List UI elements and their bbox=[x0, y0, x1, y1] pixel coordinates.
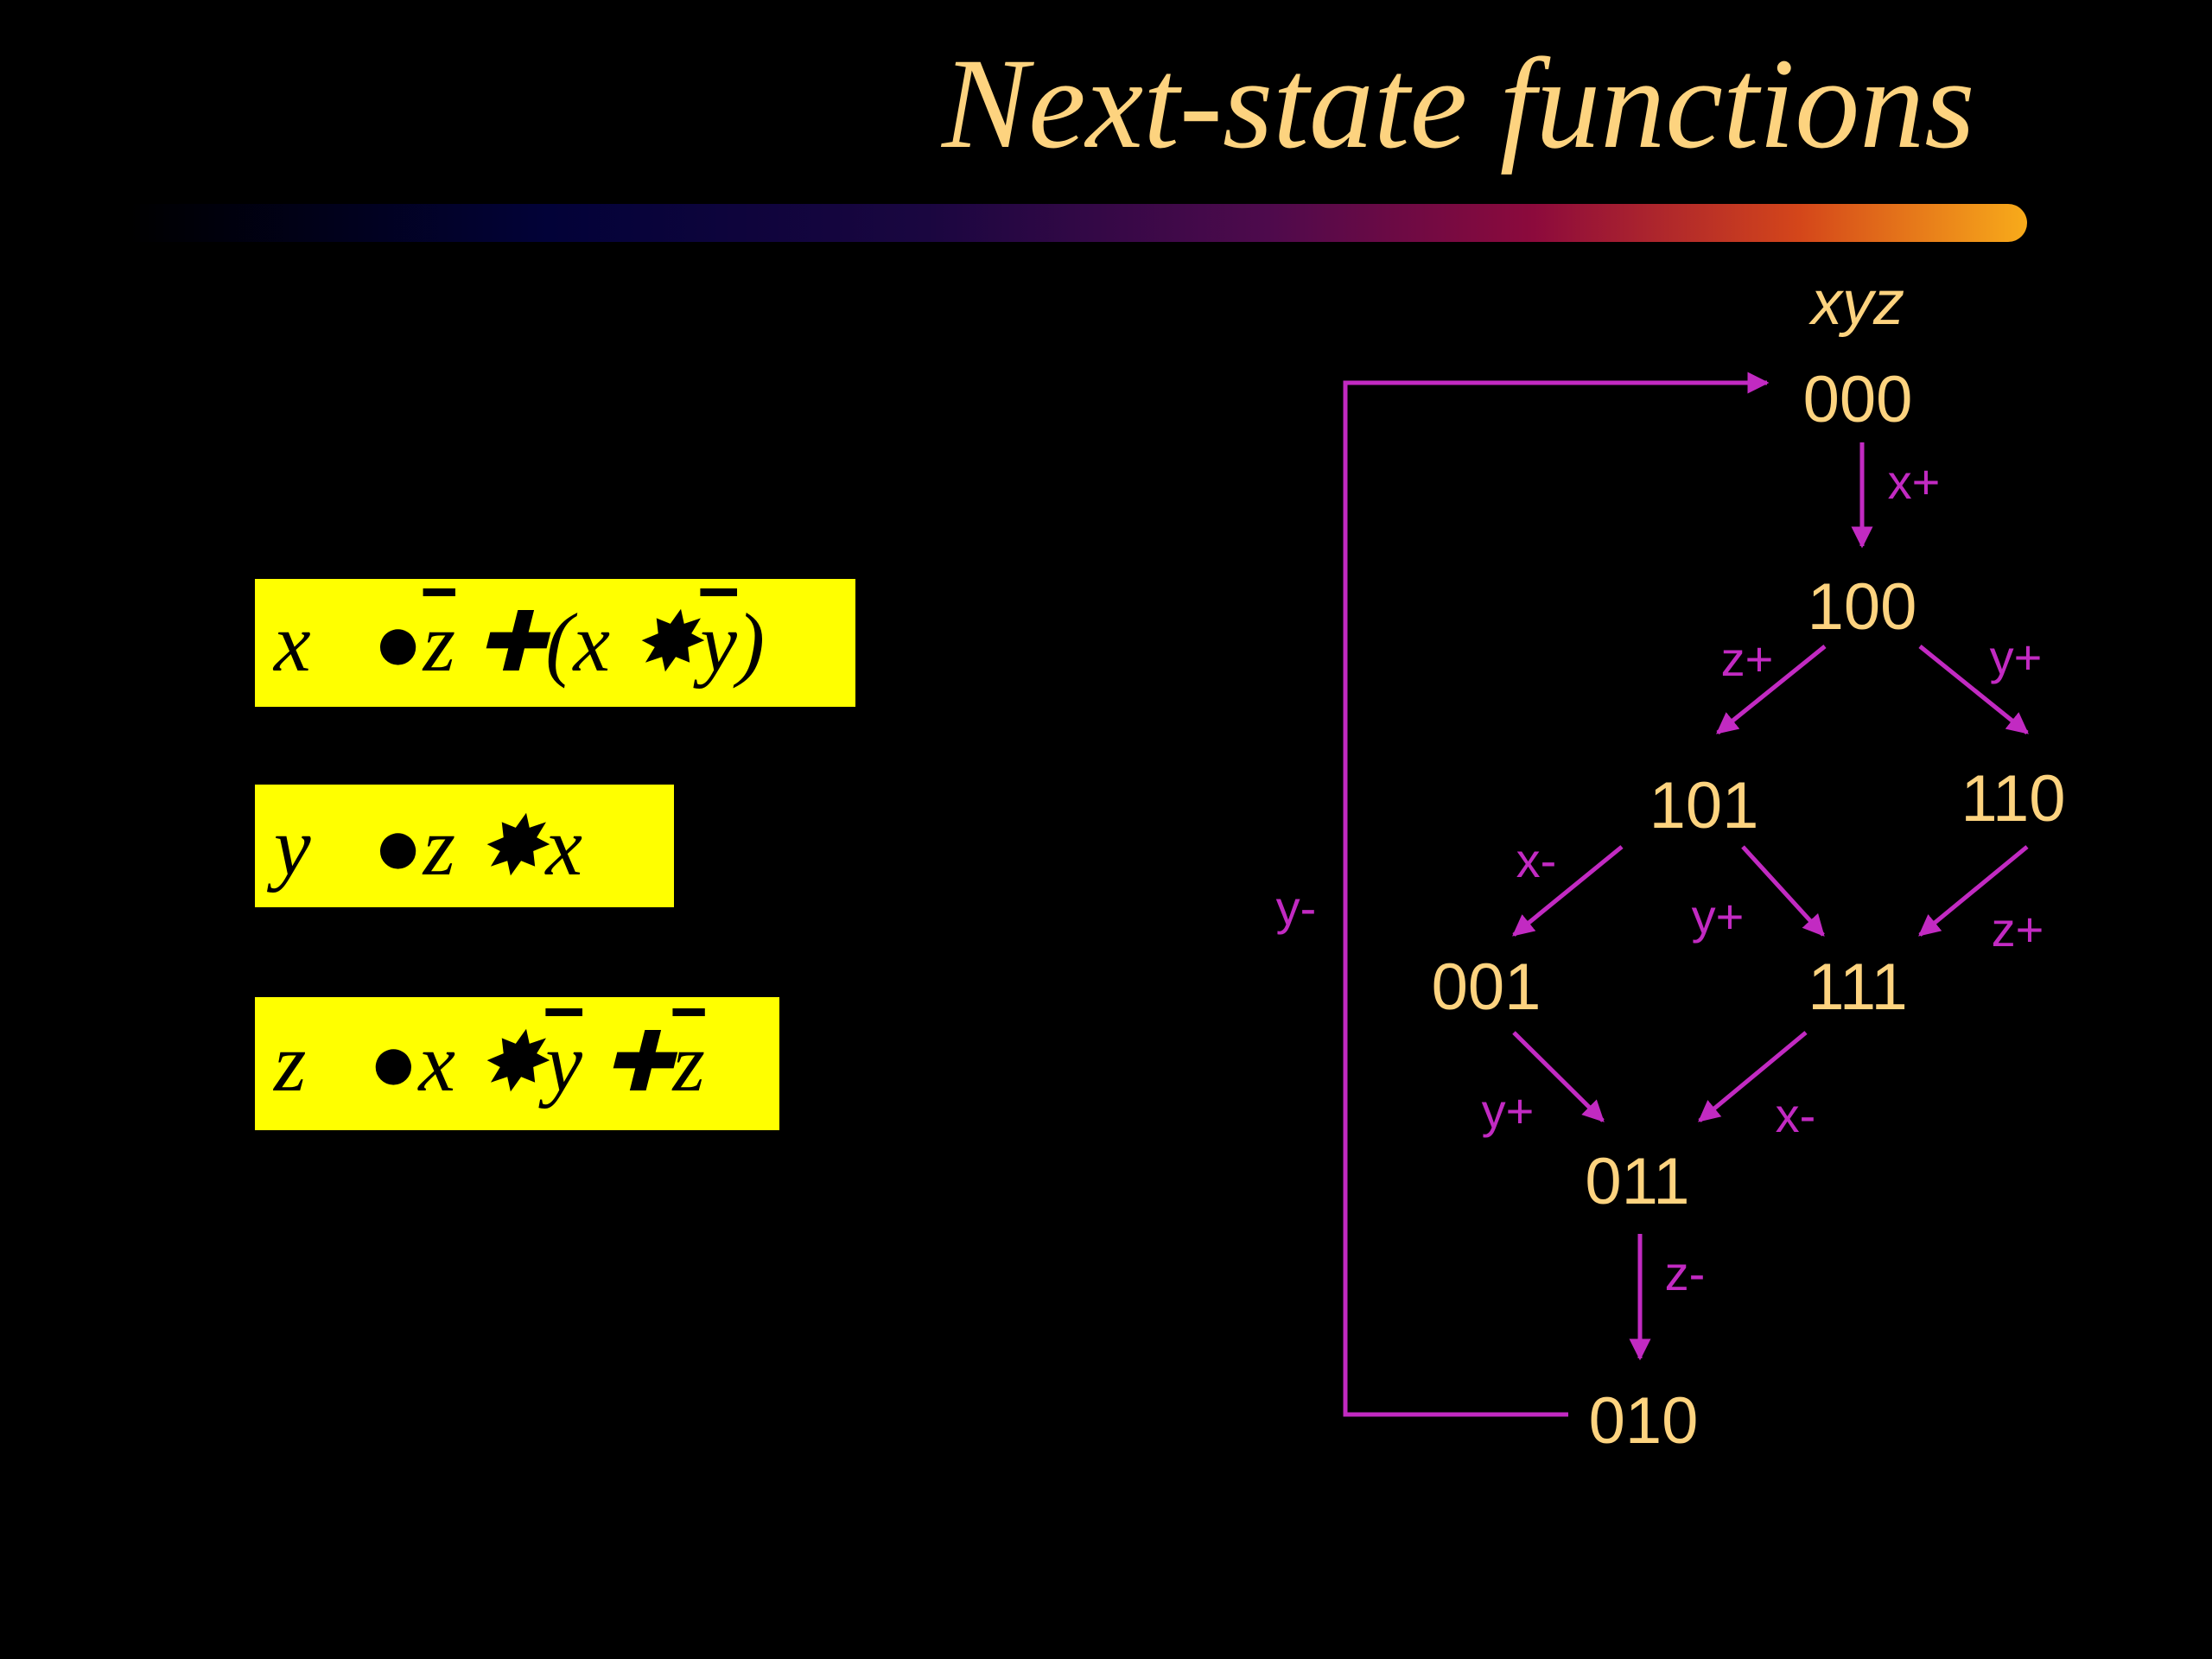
equation-term: z bbox=[672, 1016, 705, 1109]
equation-term: z bbox=[423, 596, 455, 689]
equation-lhs: y bbox=[274, 800, 311, 893]
edge-label: y- bbox=[1276, 880, 1317, 935]
equation-term: z bbox=[423, 800, 455, 893]
edge-label: x- bbox=[1516, 833, 1557, 887]
garbled-operator-icon: ✸ bbox=[475, 1016, 546, 1109]
title-gradient-bar bbox=[130, 204, 2027, 242]
edge-100-101 bbox=[1716, 645, 1827, 734]
equation-term: x bbox=[418, 1016, 455, 1109]
edge-label: x- bbox=[1776, 1088, 1816, 1142]
garbled-operator-icon: ✚ bbox=[475, 596, 546, 689]
edge-010-000 bbox=[1343, 372, 1770, 1417]
edge-001-011 bbox=[1512, 1031, 1605, 1122]
bullet-symbol: ● bbox=[372, 800, 423, 893]
state-001: 001 bbox=[1432, 950, 1541, 1024]
edge-label: z- bbox=[1665, 1246, 1706, 1300]
equation-term: ) bbox=[737, 596, 765, 689]
equation-lhs: z bbox=[274, 1016, 307, 1109]
equation-z: z ●x ✸y ✚z bbox=[255, 997, 779, 1130]
edge-label: y+ bbox=[1990, 630, 2043, 684]
state-000: 000 bbox=[1803, 363, 1913, 436]
equation-y: y ●z ✸x bbox=[255, 785, 674, 907]
equation-term: y bbox=[700, 596, 738, 689]
equation-term: x bbox=[545, 800, 582, 893]
edge-111-011 bbox=[1698, 1031, 1808, 1122]
edge-label: y+ bbox=[1692, 889, 1745, 944]
edge-label: z+ bbox=[1721, 632, 1774, 686]
edge-label: y+ bbox=[1482, 1084, 1535, 1138]
state-010: 010 bbox=[1589, 1384, 1699, 1458]
equation-term: y bbox=[545, 1016, 582, 1109]
equation-lhs: x bbox=[274, 596, 311, 689]
bullet-symbol: ● bbox=[372, 596, 423, 689]
state-011: 011 bbox=[1585, 1145, 1689, 1218]
garbled-operator-icon: ✚ bbox=[603, 1016, 673, 1109]
state-header: xyz bbox=[1808, 269, 1904, 338]
equation-x: x ●z ✚(x ✸y) bbox=[255, 579, 855, 707]
garbled-operator-icon: ✸ bbox=[475, 800, 546, 893]
edge-110-111 bbox=[1918, 845, 2029, 937]
state-111: 111 bbox=[1808, 950, 1908, 1024]
state-110: 110 bbox=[1961, 762, 2065, 836]
edge-101-001 bbox=[1512, 845, 1624, 937]
edge-101-111 bbox=[1741, 845, 1825, 937]
edge-label: x+ bbox=[1888, 454, 1941, 509]
equation-term: (x bbox=[545, 596, 610, 689]
bullet-symbol: ● bbox=[368, 1016, 419, 1109]
edge-100-110 bbox=[1918, 645, 2029, 734]
state-101: 101 bbox=[1649, 769, 1759, 842]
edge-label: z+ bbox=[1992, 902, 2044, 957]
state-100: 100 bbox=[1808, 570, 1917, 644]
garbled-operator-icon: ✸ bbox=[630, 596, 701, 689]
page-title: Next-state functions bbox=[942, 32, 1975, 175]
